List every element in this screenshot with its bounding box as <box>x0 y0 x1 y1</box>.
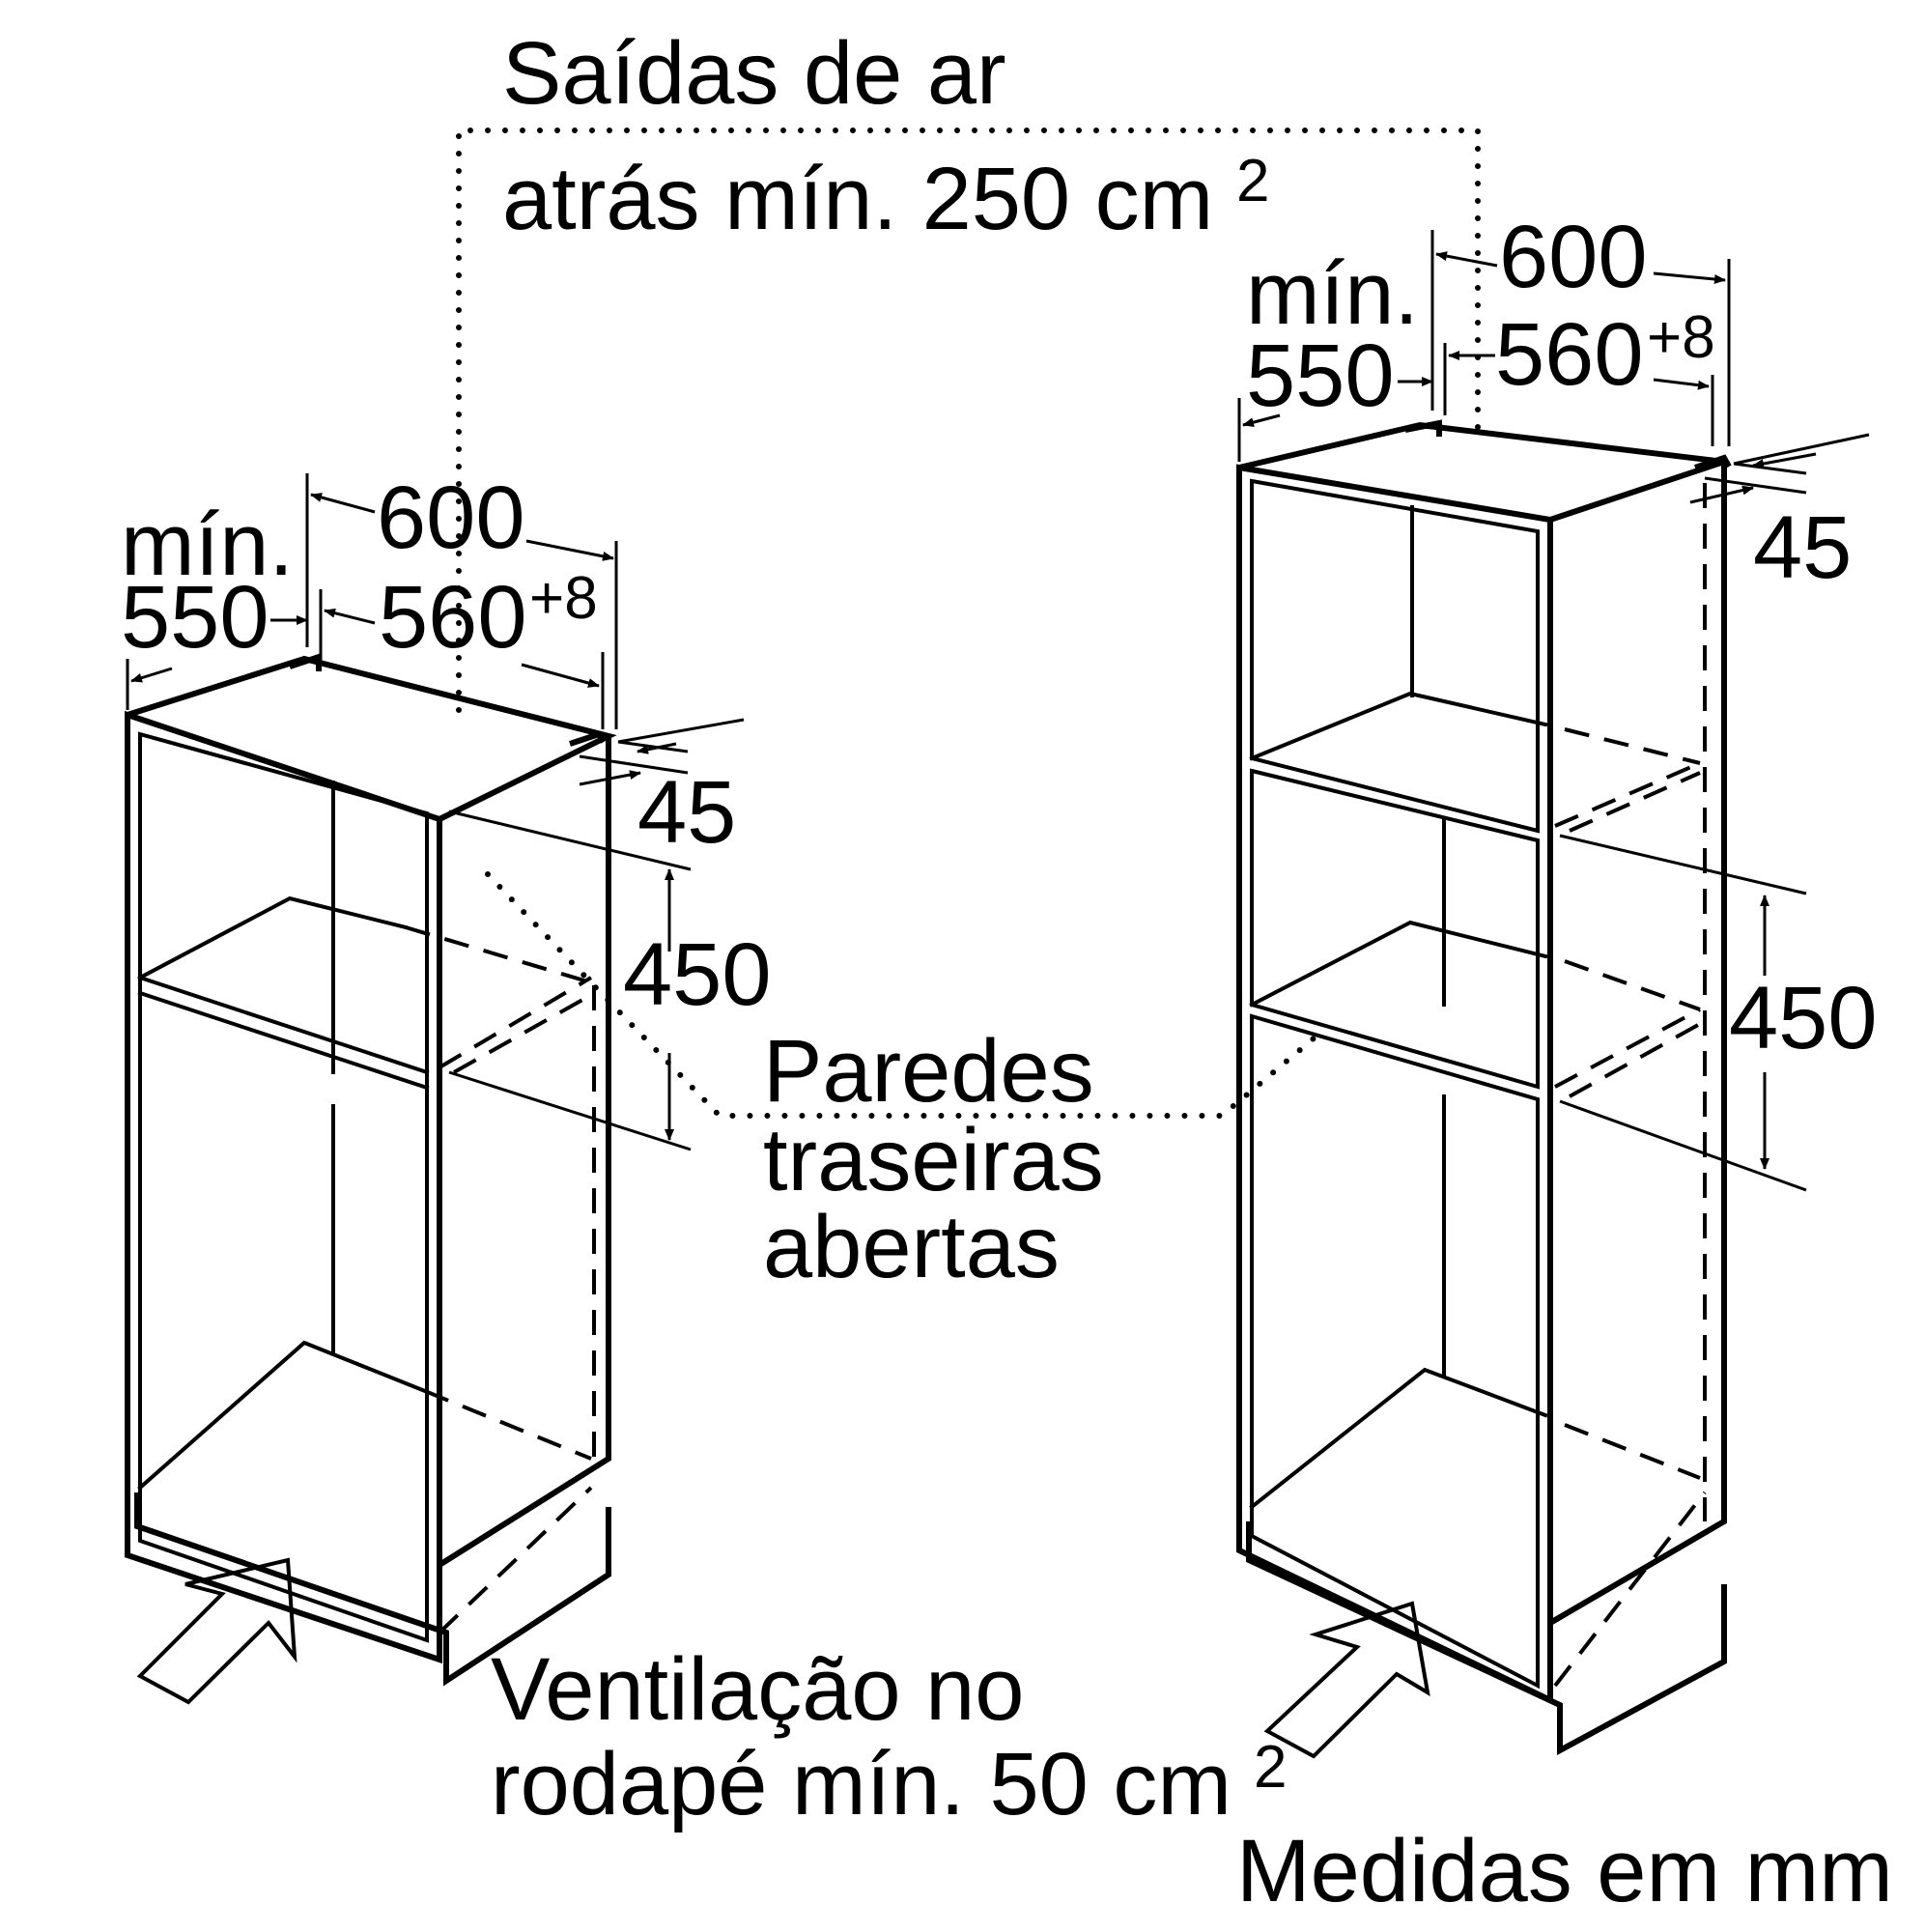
left-inner-width: 560 <box>379 568 527 667</box>
right-niche-height: 450 <box>1729 969 1878 1067</box>
right-side-thickness: 45 <box>1753 498 1852 597</box>
plinth-vent-label-line1: Ventilação no <box>491 1640 1024 1739</box>
open-walls-label-line2: traseiras <box>763 1111 1104 1209</box>
airflow-arrow-icon <box>1263 1601 1430 1759</box>
left-side-thickness: 45 <box>637 763 736 862</box>
air-outlet-label-line1: Saídas de ar <box>502 24 1006 123</box>
airflow-arrow-icon <box>136 1557 297 1705</box>
right-min-label: mín. <box>1246 244 1419 343</box>
right-inner-width: 560 <box>1495 305 1644 404</box>
right-dimensions <box>1237 230 1870 1192</box>
left-cabinet <box>125 652 617 1687</box>
left-niche-height: 450 <box>623 925 772 1024</box>
plinth-vent-label-line2: rodapé mín. 50 cm <box>491 1735 1231 1833</box>
open-walls-label-line3: abertas <box>763 1198 1060 1296</box>
right-cabinet <box>1236 419 1732 1756</box>
left-inner-tolerance: +8 <box>529 565 598 632</box>
open-walls-label-line1: Paredes <box>763 1022 1094 1121</box>
left-outer-width: 600 <box>377 469 525 567</box>
units-note: Medidas em mm <box>1236 1822 1893 1920</box>
right-depth-min: 550 <box>1246 327 1395 425</box>
air-outlet-label-line2: atrás mín. 250 cm <box>502 150 1213 248</box>
left-min-label: mín. <box>121 496 294 594</box>
left-dimensions <box>126 473 745 1151</box>
air-outlet-superscript: 2 <box>1236 148 1269 214</box>
left-depth-min: 550 <box>121 568 269 667</box>
right-outer-width: 600 <box>1499 208 1648 306</box>
plinth-vent-superscript: 2 <box>1254 1734 1287 1801</box>
right-inner-tolerance: +8 <box>1647 304 1715 371</box>
